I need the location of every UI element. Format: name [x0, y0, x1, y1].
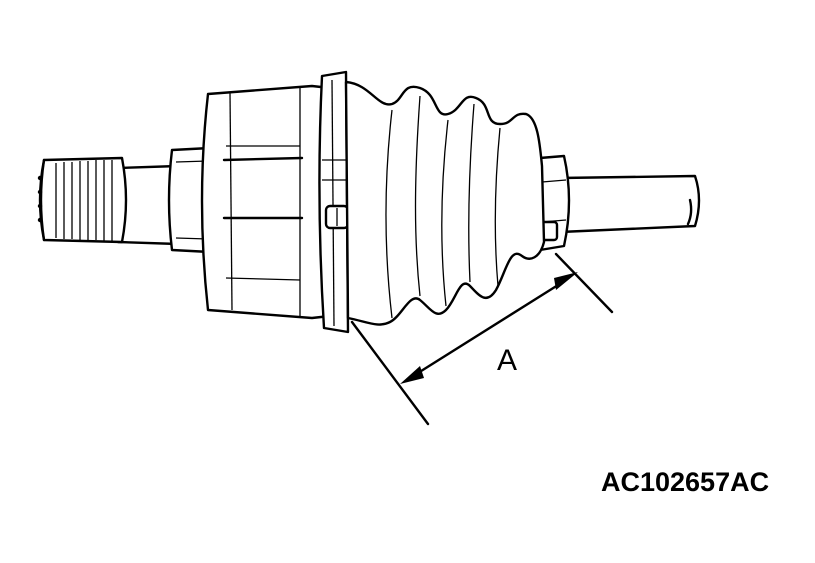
dimension-a — [350, 252, 614, 426]
rubber-boot — [344, 80, 546, 326]
spline-shaft — [37, 156, 180, 246]
boot-band — [318, 70, 350, 334]
drive-shaft — [558, 174, 701, 234]
joint-housing — [200, 84, 332, 320]
figure-code: AC102657AC — [601, 467, 769, 497]
boot-band-nut — [538, 154, 571, 252]
dimension-label: A — [497, 344, 517, 377]
